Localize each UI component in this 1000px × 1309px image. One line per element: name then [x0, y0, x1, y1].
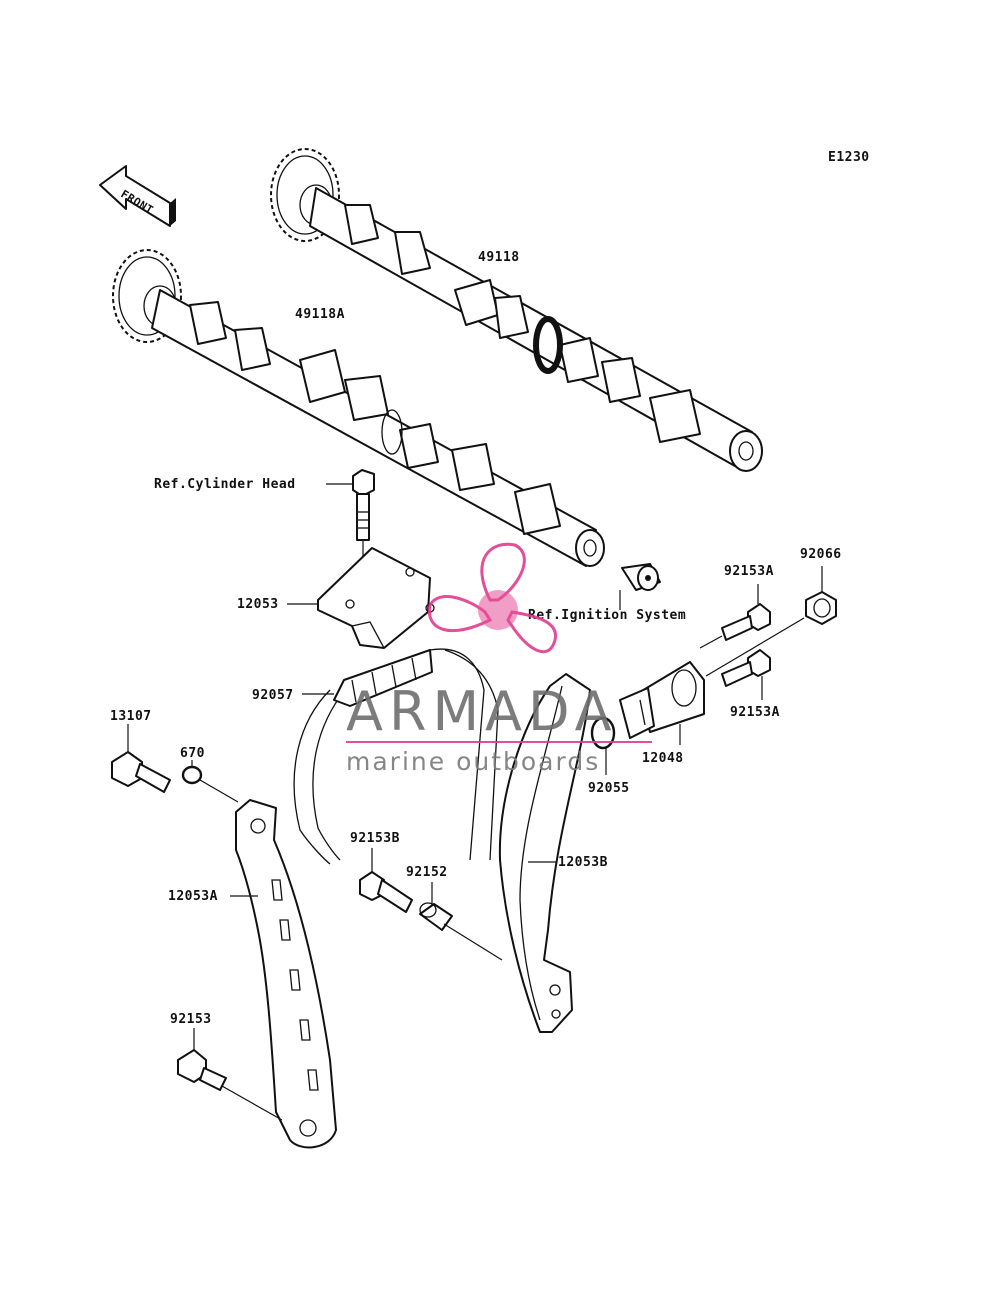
propeller-logo-icon	[427, 542, 557, 654]
oring-92055-icon	[590, 716, 616, 750]
bolt-92153B-icon	[359, 871, 413, 913]
label-ref-ignition-system: Ref.Ignition System	[528, 608, 686, 623]
label-49118: 49118	[478, 250, 520, 265]
label-92055: 92055	[588, 781, 630, 796]
label-12053B: 12053B	[558, 855, 608, 870]
ignition-rotor-icon	[621, 563, 661, 591]
label-92153A-top: 92153A	[724, 564, 774, 579]
guide-bolt-icon	[352, 469, 375, 541]
label-49118A: 49118A	[295, 307, 345, 322]
label-92153B: 92153B	[350, 831, 400, 846]
label-12053: 12053	[237, 597, 279, 612]
watermark-tagline: marine outboards	[346, 747, 600, 776]
oring-670-icon	[181, 765, 203, 785]
label-ref-cylinder-head: Ref.Cylinder Head	[154, 477, 296, 492]
chain-tensioner	[619, 661, 705, 739]
collar-92152-icon	[419, 902, 453, 931]
label-92057: 92057	[252, 688, 294, 703]
watermark-brand: ARMADA	[346, 680, 618, 743]
bolt-92153-icon	[177, 1049, 227, 1091]
label-92153: 92153	[170, 1012, 212, 1027]
cap-bolt-92066-icon	[805, 591, 837, 625]
diagram-code: E1230	[828, 150, 870, 165]
bolt-13107-icon	[111, 751, 171, 793]
watermark: ARMADA marine outboards	[346, 542, 652, 776]
chain-guide-12053B	[498, 673, 591, 1033]
bolt-92153A-lower-icon	[721, 649, 771, 687]
label-12053A: 12053A	[168, 889, 218, 904]
label-13107: 13107	[110, 709, 152, 724]
label-92152: 92152	[406, 865, 448, 880]
label-92066: 92066	[800, 547, 842, 562]
camshaft-intake	[112, 249, 605, 567]
camshaft-exhaust	[270, 148, 763, 472]
front-arrow-icon: FRONT	[99, 165, 176, 227]
chain-guide-12053A	[235, 799, 337, 1149]
chain-guide-top	[317, 547, 435, 649]
cam-chain	[293, 648, 499, 865]
bolt-92153A-upper-icon	[721, 603, 771, 641]
label-12048: 12048	[642, 751, 684, 766]
label-670: 670	[180, 746, 205, 761]
label-92153A-bottom: 92153A	[730, 705, 780, 720]
